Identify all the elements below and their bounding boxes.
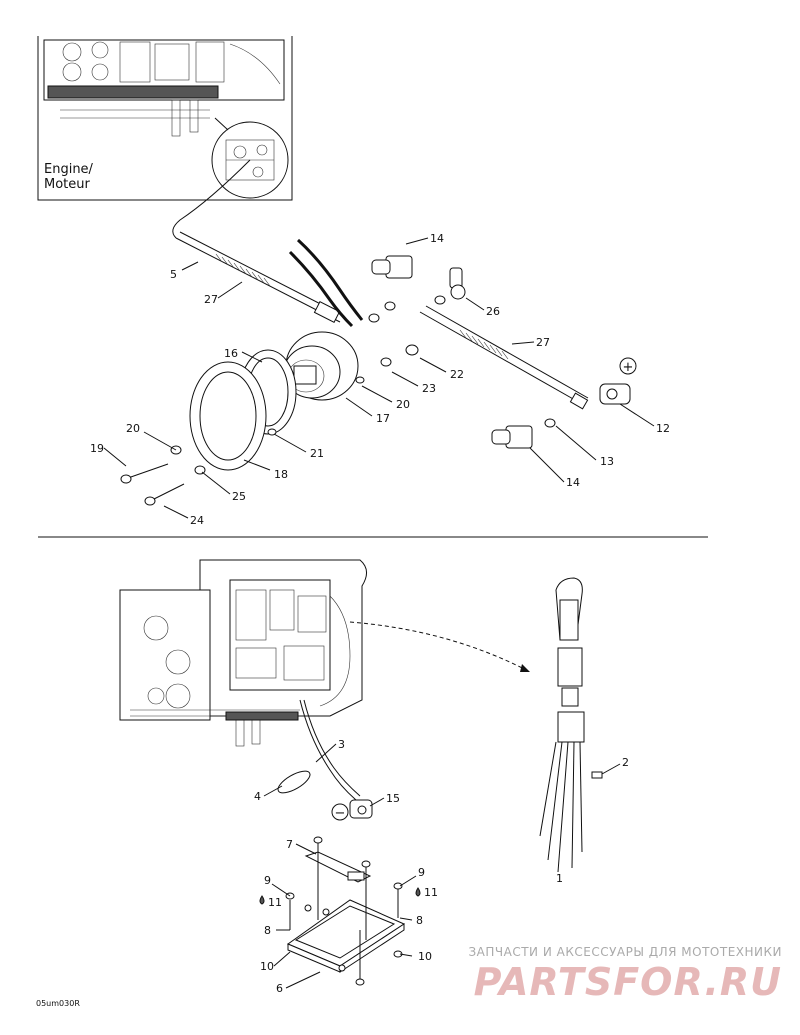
screws — [120, 428, 277, 506]
battery-clamp-negative — [349, 799, 373, 819]
callout-11-left: 11 — [268, 896, 282, 909]
battery-cable-right — [419, 305, 589, 410]
figure-code: 05um030R — [36, 999, 80, 1008]
battery-tray — [286, 899, 406, 973]
callout-17: 17 — [376, 412, 390, 425]
callout-8-left: 8 — [264, 924, 271, 937]
callout-26: 26 — [486, 305, 500, 318]
small-nuts — [355, 295, 556, 428]
watermark-logo: PARTSFOR.RU — [474, 960, 782, 1004]
callout-1: 1 — [556, 872, 563, 885]
callout-25: 25 — [232, 490, 246, 503]
negative-sign: − — [335, 806, 346, 821]
terminal-cap-bottom — [491, 425, 533, 449]
callout-13: 13 — [600, 455, 614, 468]
negative-cable — [299, 699, 357, 801]
callout-10-left: 10 — [260, 960, 274, 973]
callout-4: 4 — [254, 790, 261, 803]
positive-symbol — [619, 357, 637, 375]
drop-icon-left — [259, 895, 265, 905]
callout-24: 24 — [190, 514, 204, 527]
callout-9-left: 9 — [264, 874, 271, 887]
battery-housing — [283, 331, 359, 401]
callout-14-bottom: 14 — [566, 476, 580, 489]
callout-14-top: 14 — [430, 232, 444, 245]
callout-9-right: 9 — [418, 866, 425, 879]
callout-19: 19 — [90, 442, 104, 455]
battery-clamp-positive — [599, 383, 631, 405]
engine-inset: Engine/ Moteur — [37, 36, 293, 201]
inset-label-engine: Engine/ — [44, 162, 94, 177]
callout-21: 21 — [310, 447, 324, 460]
terminal-cap-top — [371, 255, 413, 279]
mounting-flange — [189, 361, 267, 471]
tray-bolts — [285, 836, 403, 986]
inset-label-moteur: Moteur — [44, 177, 91, 192]
positive-sign: + — [623, 360, 634, 375]
battery-cable-left — [175, 231, 345, 324]
callout-20-a: 20 — [396, 398, 410, 411]
callout-22: 22 — [450, 368, 464, 381]
callout-3: 3 — [338, 738, 345, 751]
watermark-tagline: ЗАПЧАСТИ И АКСЕССУАРЫ ДЛЯ МОТОТЕХНИКИ — [468, 945, 782, 959]
wiring-harness — [539, 577, 603, 873]
callout-18: 18 — [274, 468, 288, 481]
callout-16: 16 — [224, 347, 238, 360]
leader-lines-top — [103, 237, 655, 519]
callout-2: 2 — [622, 756, 629, 769]
drop-icon-right — [415, 887, 421, 897]
black-wires — [288, 238, 364, 328]
terminal-lug — [449, 267, 466, 300]
engine-view — [119, 559, 367, 747]
negative-symbol — [331, 803, 349, 821]
callout-5: 5 — [170, 268, 177, 281]
ground-cable — [172, 159, 251, 239]
leader-lines-bottom — [263, 743, 621, 989]
callout-12: 12 — [656, 422, 670, 435]
callout-8-right: 8 — [416, 914, 423, 927]
callout-10-right: 10 — [418, 950, 432, 963]
callout-27-left: 27 — [204, 293, 218, 306]
callout-20-b: 20 — [126, 422, 140, 435]
callout-7: 7 — [286, 838, 293, 851]
callout-6: 6 — [276, 982, 283, 995]
callout-27-right: 27 — [536, 336, 550, 349]
cable-clip — [277, 770, 311, 794]
callout-15: 15 — [386, 792, 400, 805]
callout-11-right: 11 — [424, 886, 438, 899]
callout-23: 23 — [422, 382, 436, 395]
detail-arrow — [349, 621, 531, 673]
